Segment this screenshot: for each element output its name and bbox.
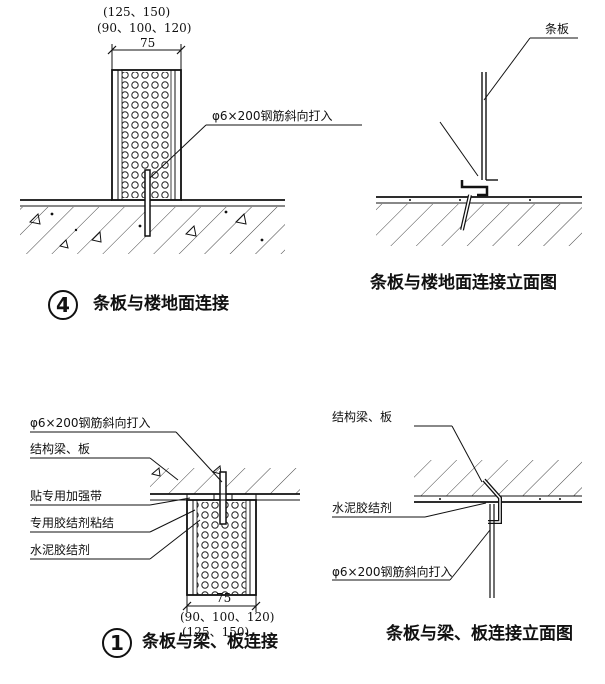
panel-label: 条板 <box>545 22 570 36</box>
dim-label-75-bottom: 75 <box>216 591 232 605</box>
floor-elevation-caption: 条板与楼地面连接立面图 <box>370 273 557 293</box>
beam-connection-caption: 条板与梁、板连接 <box>142 632 278 652</box>
rebar-callout-beam: φ6×200钢筋斜向打入 <box>30 416 151 430</box>
floor-connection-section <box>20 44 362 254</box>
beam-slab-callout: 结构梁、板 <box>30 442 91 456</box>
dim-label-125-150: (125、150) <box>103 5 171 19</box>
rebar-callout-elevation: φ6×200钢筋斜向打入 <box>332 565 453 579</box>
rebar-callout: φ6×200钢筋斜向打入 <box>212 109 333 123</box>
dim-label-90-100-120-bottom: (90、100、120) <box>180 610 275 624</box>
dim-label-75: 75 <box>140 36 156 50</box>
floor-connection-elevation <box>376 37 582 246</box>
beam-connection-section <box>30 431 300 612</box>
detail-number-1: 1 <box>102 628 132 658</box>
adhesive-callout: 专用胶结剂粘结 <box>30 516 115 530</box>
cement-binder-callout: 水泥胶结剂 <box>30 543 91 557</box>
dim-label-125-150-bottom: (125、150) <box>182 625 250 639</box>
detail-number-4: 4 <box>48 290 78 320</box>
floor-connection-caption: 条板与楼地面连接 <box>93 294 229 314</box>
cement-binder-callout-elevation: 水泥胶结剂 <box>332 501 393 515</box>
dim-label-90-100-120: (90、100、120) <box>97 21 192 35</box>
beam-connection-elevation <box>332 425 582 598</box>
beam-elevation-caption: 条板与梁、板连接立面图 <box>386 624 573 644</box>
reinforcing-tape-callout: 贴专用加强带 <box>30 489 103 503</box>
beam-slab-callout-elevation: 结构梁、板 <box>332 410 393 424</box>
